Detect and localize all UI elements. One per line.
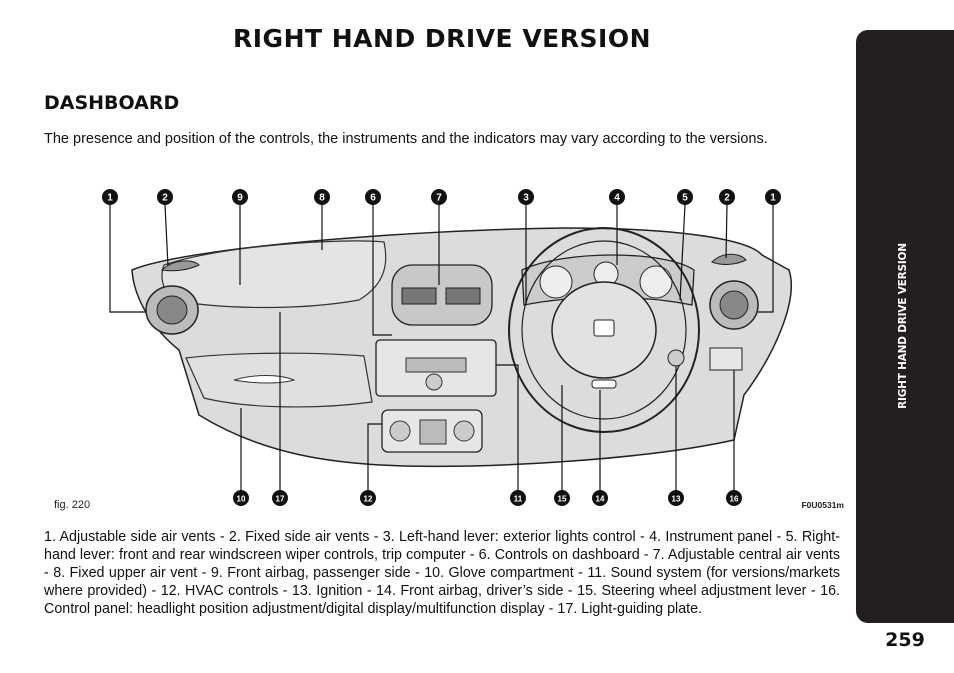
callout-10-marker <box>233 490 249 506</box>
section-heading: DASHBOARD <box>44 92 180 114</box>
callout-2-marker <box>157 189 173 205</box>
callout-14-marker <box>592 490 608 506</box>
callout-1-marker <box>102 189 118 205</box>
callout-12-marker <box>360 490 376 506</box>
callout-5-marker <box>677 189 693 205</box>
callout-9-marker <box>232 189 248 205</box>
callout-11-label: 11 <box>514 495 523 504</box>
figure-label: fig. 220 <box>54 499 90 511</box>
callout-3-marker <box>518 189 534 205</box>
callout-13-marker <box>668 490 684 506</box>
callout-1-label: 1 <box>770 193 776 204</box>
callout-8-label: 8 <box>319 193 325 204</box>
callout-4-marker <box>609 189 625 205</box>
figure-code: F0U0531m <box>801 500 844 510</box>
page-number: 259 <box>885 629 925 651</box>
callout-13-label: 13 <box>672 495 681 504</box>
callout-9-label: 9 <box>237 193 243 204</box>
callout-1-label: 1 <box>107 193 113 204</box>
callout-15-marker <box>554 490 570 506</box>
page-title: RIGHT HAND DRIVE VERSION <box>233 24 651 53</box>
callout-6-marker <box>365 189 381 205</box>
callout-2-label: 2 <box>162 193 168 204</box>
callout-6-label: 6 <box>370 193 376 204</box>
ignition <box>667 349 685 367</box>
callout-16-label: 16 <box>730 495 739 504</box>
control-panel-right <box>709 347 743 371</box>
figure-caption: 1. Adjustable side air vents - 2. Fixed … <box>44 529 840 617</box>
right-fixed-vent <box>711 253 747 265</box>
glove-handle <box>233 375 296 384</box>
intro-paragraph: The presence and position of the control… <box>44 131 768 147</box>
callout-15-label: 15 <box>558 495 567 504</box>
callout-14-label: 14 <box>596 495 605 504</box>
callout-2-label: 2 <box>724 193 730 204</box>
callout-7-marker <box>431 189 447 205</box>
callout-5-label: 5 <box>682 193 688 204</box>
passenger-airbag-cover <box>161 240 387 309</box>
callout-17-label: 17 <box>276 495 285 504</box>
center-vents <box>391 264 493 326</box>
callout-7-label: 7 <box>436 193 442 204</box>
brand-badge <box>593 319 615 337</box>
callout-11-marker <box>510 490 526 506</box>
left-fixed-vent <box>160 260 200 272</box>
leader-lines <box>109 204 774 495</box>
callout-2-marker <box>719 189 735 205</box>
steering-wheel <box>508 227 700 433</box>
callout-1-marker <box>765 189 781 205</box>
side-tab <box>856 30 954 623</box>
callout-3-label: 3 <box>523 193 529 204</box>
side-tab-label: RIGHT HAND DRIVE VERSION <box>897 243 909 409</box>
callout-10-label: 10 <box>237 495 246 504</box>
callout-16-marker <box>726 490 742 506</box>
callout-4-label: 4 <box>614 193 620 204</box>
callout-8-marker <box>314 189 330 205</box>
callout-17-marker <box>272 490 288 506</box>
callout-12-label: 12 <box>364 495 373 504</box>
